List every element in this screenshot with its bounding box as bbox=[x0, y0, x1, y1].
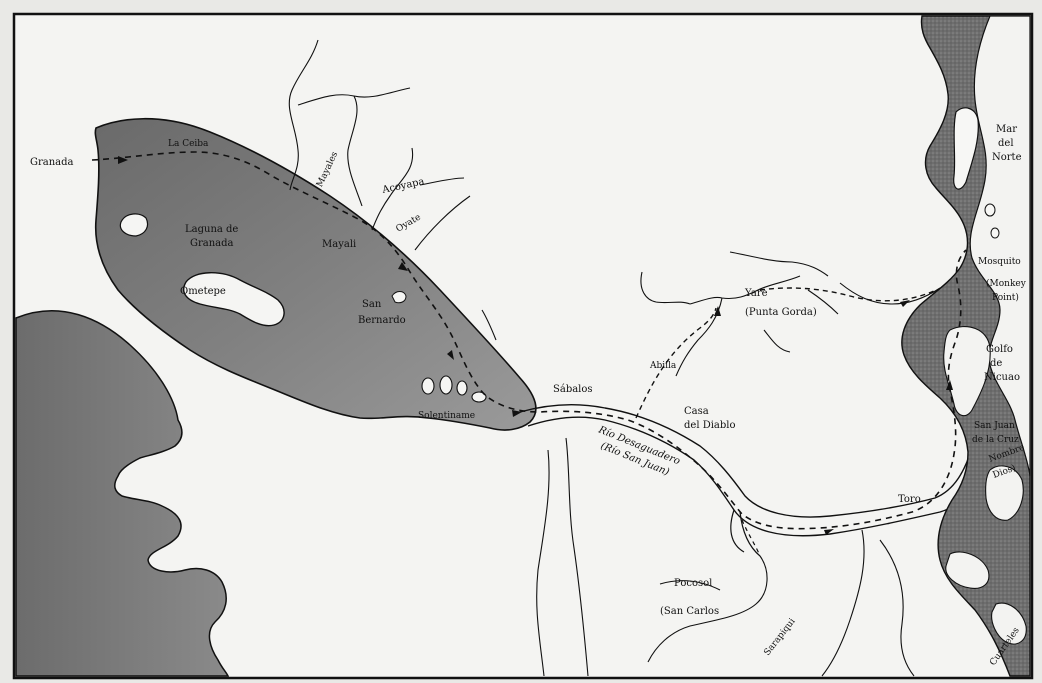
route-branch-delta bbox=[741, 519, 761, 557]
mar-lagoon-north bbox=[953, 107, 979, 190]
label-casa-line1: Casa bbox=[684, 406, 709, 417]
route-branch-yare bbox=[759, 287, 937, 302]
se-lagoon-3 bbox=[991, 602, 1027, 645]
label-golfo-line1: Golfo bbox=[986, 344, 1013, 355]
label-laguna-line2: Granada bbox=[190, 238, 234, 249]
label-sabalos: Sábalos bbox=[553, 384, 593, 395]
label-mar-line3: Norte bbox=[992, 152, 1022, 163]
small-island-west bbox=[119, 213, 149, 237]
label-laguna-line1: Laguna de bbox=[185, 224, 238, 235]
label-abiila: Abiila bbox=[649, 361, 677, 371]
label-mayali: Mayali bbox=[322, 239, 356, 250]
label-ometepe: Ometepe bbox=[180, 286, 226, 297]
label-punta-gorda: (Punta Gorda) bbox=[745, 307, 817, 318]
label-monkey-point-line1: (Monkey bbox=[986, 278, 1027, 289]
laguna-de-granada bbox=[94, 117, 537, 431]
route-branch-abiila bbox=[635, 307, 717, 419]
label-yare: Yare bbox=[744, 288, 768, 299]
se-lagoon-2 bbox=[945, 551, 990, 589]
rio-san-juan-lower-bank bbox=[527, 416, 981, 537]
san-bernardo-island bbox=[391, 291, 407, 304]
route-arrows bbox=[118, 156, 953, 535]
label-pocosol: Pocosol bbox=[674, 578, 712, 589]
label-solentiname: Solentiname bbox=[418, 411, 475, 421]
solentiname-island-3 bbox=[456, 380, 468, 396]
label-la-ceiba: La Ceiba bbox=[168, 139, 209, 149]
mar-dot-2 bbox=[990, 227, 1000, 239]
label-monkey-point-line2: Point) bbox=[992, 292, 1019, 303]
se-lagoon-1 bbox=[985, 465, 1024, 521]
south-delta-branch bbox=[730, 509, 761, 557]
label-san-bernardo-line1: San bbox=[362, 299, 382, 310]
label-san-carlos: (San Carlos bbox=[660, 606, 719, 617]
left-coast-land bbox=[15, 310, 230, 677]
label-granada: Granada bbox=[30, 157, 74, 168]
label-toro: Toro bbox=[898, 494, 921, 505]
label-golfo-line3: Nicuao bbox=[984, 372, 1020, 383]
solentiname-island-1 bbox=[421, 377, 435, 395]
label-mosquito: Mosquito bbox=[978, 257, 1021, 267]
label-sjc-line2: de la Cruz bbox=[972, 435, 1019, 445]
label-sjc-line1: San Juan bbox=[974, 421, 1015, 431]
golfo-water bbox=[943, 326, 991, 417]
label-san-bernardo-line2: Bernardo bbox=[358, 315, 406, 326]
tributaries bbox=[288, 39, 941, 677]
label-casa-line2: del Diablo bbox=[684, 420, 736, 431]
solentiname-island-4 bbox=[471, 391, 487, 403]
label-mar-line2: del bbox=[998, 138, 1014, 149]
mar-dot-1 bbox=[984, 203, 996, 217]
label-mar-line1: Mar bbox=[996, 124, 1017, 135]
ometepe-island bbox=[182, 272, 285, 327]
label-golfo-line2: de bbox=[990, 358, 1002, 369]
solentiname-island-2 bbox=[439, 375, 453, 395]
rio-san-juan-upper-bank bbox=[519, 404, 973, 518]
mar-del-norte-water bbox=[969, 15, 1031, 477]
